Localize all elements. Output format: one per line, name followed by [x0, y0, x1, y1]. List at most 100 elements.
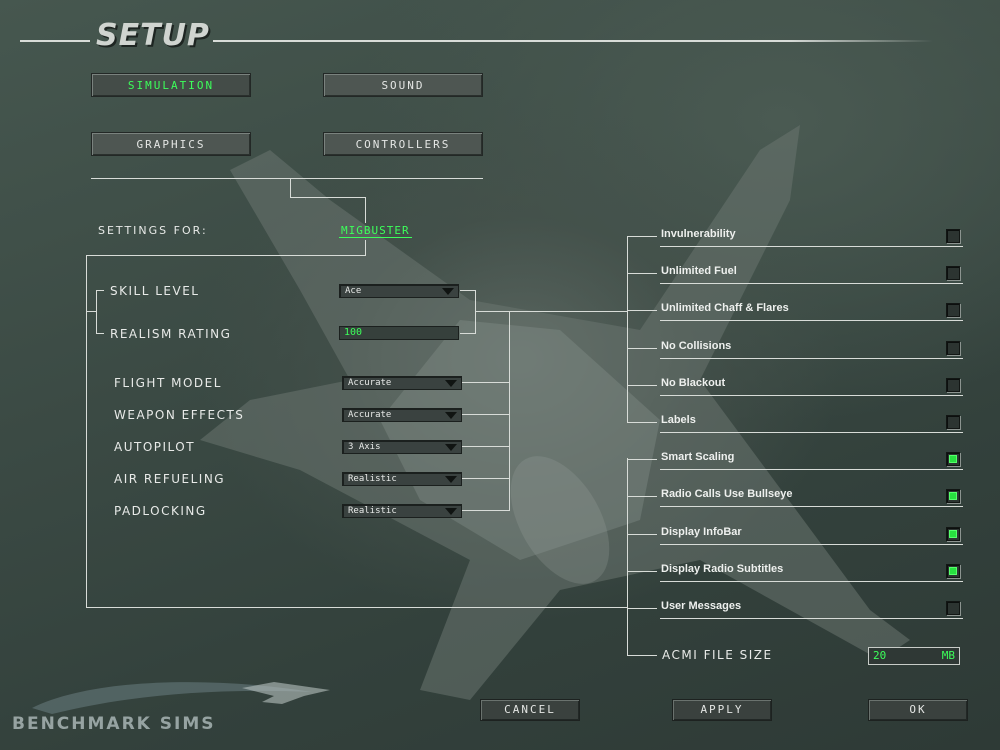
cancel-button[interactable]: Cancel [480, 699, 580, 721]
connector [365, 240, 366, 256]
padlocking-label: Padlocking [114, 504, 207, 518]
option-label-labels: Labels [661, 414, 696, 426]
weapon-effects-value: Accurate [348, 410, 392, 420]
connector [462, 382, 510, 383]
connector [86, 255, 366, 256]
cancel-button-label: Cancel [504, 703, 556, 716]
weapon-effects-label: Weapon Effects [114, 408, 245, 422]
chevron-down-icon [445, 412, 457, 419]
checkbox-labels[interactable] [946, 415, 960, 429]
connector [475, 290, 476, 334]
option-underline [660, 395, 963, 396]
tab-sound[interactable]: Sound [323, 73, 483, 97]
settings-for-label: Settings For: [98, 224, 208, 237]
acmi-file-size-unit: MB [941, 649, 955, 662]
options-trunk [627, 458, 628, 656]
tab-divider [91, 178, 483, 179]
connector [627, 310, 657, 311]
options-trunk [627, 236, 628, 423]
tab-graphics-label: Graphics [136, 138, 206, 151]
tab-simulation-label: Simulation [127, 79, 215, 92]
ok-button-label: Ok [909, 703, 927, 716]
tab-sound-label: Sound [381, 79, 425, 92]
checkbox-display-radio-subtitles[interactable] [946, 564, 960, 578]
connector [365, 197, 366, 223]
connector [627, 608, 657, 609]
option-label-unlimited-fuel: Unlimited Fuel [661, 265, 737, 277]
air-refueling-value: Realistic [348, 474, 397, 484]
realism-rating-label: Realism Rating [110, 327, 232, 341]
checkbox-invulnerability[interactable] [946, 229, 960, 243]
connector [627, 422, 657, 423]
connector [627, 459, 657, 460]
apply-button[interactable]: Apply [672, 699, 772, 721]
option-label-radio-calls-use-bullseye: Radio Calls Use Bullseye [661, 488, 793, 500]
connector [460, 290, 476, 291]
connector [627, 655, 657, 656]
skill-level-dropdown[interactable]: Ace [339, 284, 459, 298]
option-label-invulnerability: Invulnerability [661, 228, 736, 240]
option-underline [660, 506, 963, 507]
flight-model-dropdown[interactable]: Accurate [342, 376, 462, 390]
option-underline [660, 432, 963, 433]
weapon-effects-dropdown[interactable]: Accurate [342, 408, 462, 422]
connector [290, 178, 291, 198]
connector [627, 385, 657, 386]
option-underline [660, 283, 963, 284]
option-label-smart-scaling: Smart Scaling [661, 451, 735, 463]
padlocking-dropdown[interactable]: Realistic [342, 504, 462, 518]
logo-jet-icon [32, 682, 330, 714]
ok-button[interactable]: Ok [868, 699, 968, 721]
option-label-no-collisions: No Collisions [661, 340, 732, 352]
connector [627, 571, 657, 572]
autopilot-dropdown[interactable]: 3 Axis [342, 440, 462, 454]
tab-simulation[interactable]: Simulation [91, 73, 251, 97]
autopilot-value: 3 Axis [348, 442, 381, 452]
connector [462, 510, 510, 511]
air-refueling-dropdown[interactable]: Realistic [342, 472, 462, 486]
skill-level-label: Skill Level [110, 284, 200, 298]
option-underline [660, 320, 963, 321]
connector [290, 197, 366, 198]
option-label-display-radio-subtitles: Display Radio Subtitles [661, 563, 784, 575]
left-frame [86, 255, 87, 608]
connector [509, 311, 510, 511]
option-underline [660, 469, 963, 470]
option-underline [660, 581, 963, 582]
option-label-user-messages: User Messages [661, 600, 742, 612]
title-rule-right [213, 40, 933, 42]
tab-graphics[interactable]: Graphics [91, 132, 251, 156]
option-label-no-blackout: No Blackout [661, 377, 726, 389]
checkbox-no-blackout[interactable] [946, 378, 960, 392]
checkbox-display-infobar[interactable] [946, 527, 960, 541]
padlocking-value: Realistic [348, 506, 397, 516]
option-underline [660, 618, 963, 619]
connector [627, 534, 657, 535]
pilot-name-link[interactable]: MiGbuster [339, 224, 412, 238]
air-refueling-label: Air Refueling [114, 472, 226, 486]
checkbox-no-collisions[interactable] [946, 341, 960, 355]
checkbox-smart-scaling[interactable] [946, 452, 960, 466]
option-label-unlimited-chaff-flares: Unlimited Chaff & Flares [661, 302, 789, 314]
title-rule-left [20, 40, 90, 42]
acmi-file-size-field[interactable]: 20 MB [868, 647, 960, 665]
connector [627, 496, 657, 497]
chevron-down-icon [445, 444, 457, 451]
checkbox-radio-calls-use-bullseye[interactable] [946, 489, 960, 503]
checkbox-unlimited-fuel[interactable] [946, 266, 960, 280]
logo-text: BENCHMARK SIMS [12, 714, 216, 734]
flight-model-label: Flight Model [114, 376, 222, 390]
connector [462, 446, 510, 447]
bracket [96, 290, 104, 291]
page-title: SETUP [96, 18, 210, 53]
acmi-file-size-value: 20 [873, 649, 887, 662]
benchmark-sims-logo: BENCHMARK SIMS [12, 668, 332, 738]
option-label-display-infobar: Display InfoBar [661, 526, 742, 538]
chevron-down-icon [445, 508, 457, 515]
checkbox-unlimited-chaff-flares[interactable] [946, 303, 960, 317]
checkbox-user-messages[interactable] [946, 601, 960, 615]
connector [627, 348, 657, 349]
bracket [86, 311, 97, 312]
tab-controllers[interactable]: Controllers [323, 132, 483, 156]
